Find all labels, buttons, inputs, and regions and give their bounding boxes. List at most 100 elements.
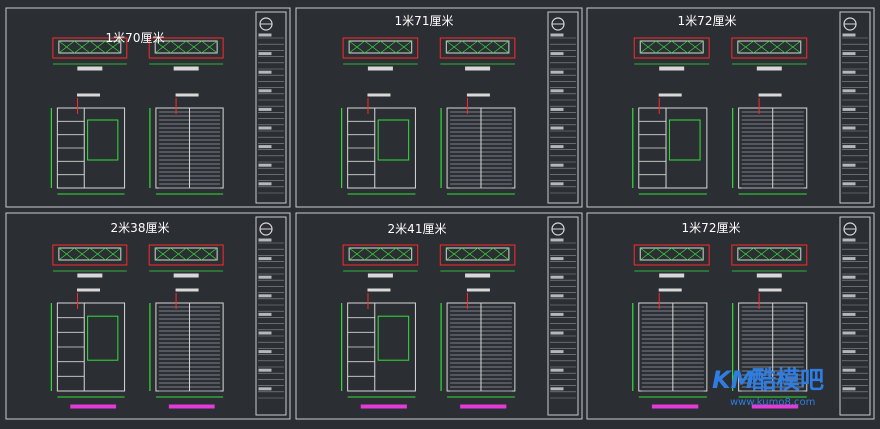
title-block-text (258, 182, 272, 186)
plan-caption (465, 273, 491, 278)
plan-diagonal (671, 40, 688, 54)
title-block-text (258, 294, 272, 298)
plan-caption (173, 66, 199, 71)
title-block-text (258, 89, 272, 93)
view-label (168, 404, 215, 409)
plan-caption (465, 66, 491, 71)
plan-diagonal (687, 247, 704, 261)
sheet-title-2: 1米71厘米 (395, 14, 454, 28)
plan-diagonal (395, 40, 412, 54)
cad-sheet-1 (5, 7, 291, 208)
title-block-text (550, 163, 564, 167)
elevation-note (658, 93, 682, 97)
title-block (839, 11, 871, 204)
cad-sheet-6 (586, 212, 875, 420)
sheet-title-4: 2米38厘米 (111, 221, 170, 235)
title-block-text (842, 70, 856, 74)
plan-diagonal (784, 40, 801, 54)
elevation-note (758, 93, 782, 97)
sheets-layer (5, 7, 875, 420)
elevation-drawer (377, 119, 410, 161)
plan-diagonal (671, 247, 688, 261)
title-block-text (258, 70, 272, 74)
view-label (360, 404, 407, 409)
plan-diagonal (74, 40, 91, 54)
title-block-text (258, 33, 272, 37)
plan-diagonal (687, 40, 704, 54)
plan-diagonal (493, 247, 510, 261)
sheet-frame (5, 212, 291, 420)
title-block-text (258, 52, 272, 56)
title-block-text (258, 107, 272, 111)
title-block-text (550, 126, 564, 130)
elevation-note (175, 288, 199, 292)
plan-diagonal (461, 40, 478, 54)
title-block-text (842, 312, 856, 316)
title-block (547, 216, 579, 416)
plan-section (439, 37, 516, 59)
elevation-note (658, 288, 682, 292)
title-block-text (842, 107, 856, 111)
plan-section (342, 244, 419, 266)
title-block-text (550, 33, 564, 37)
title-block-text (550, 312, 564, 316)
title-block (839, 216, 871, 416)
plan-diagonal (769, 40, 786, 54)
plan-diagonal (655, 40, 672, 54)
title-block-text (258, 368, 272, 372)
title-block-text (842, 145, 856, 149)
plan-caption (756, 273, 782, 278)
plan-diagonal (58, 247, 75, 261)
plan-caption (756, 66, 782, 71)
plan-section (342, 37, 419, 59)
plan-section (148, 37, 224, 59)
plan-caption (367, 66, 393, 71)
plan-section (439, 244, 516, 266)
cad-sheet-3 (586, 7, 875, 208)
title-block-text (550, 257, 564, 261)
elevation-note (367, 288, 391, 292)
title-block-text (550, 70, 564, 74)
plan-diagonal (640, 40, 657, 54)
title-block-text (550, 387, 564, 391)
sheet-title-3: 1米72厘米 (678, 14, 737, 28)
elevation-note (77, 93, 101, 97)
plan-diagonal (461, 247, 478, 261)
plan-diagonal (380, 40, 397, 54)
elevation-note (466, 93, 490, 97)
title-block (255, 11, 287, 204)
view-label (651, 404, 699, 409)
title-block-text (550, 350, 564, 354)
title-block-text (258, 312, 272, 316)
elevation-note (77, 288, 101, 292)
title-block-text (550, 145, 564, 149)
title-block-text (842, 52, 856, 56)
plan-diagonal (105, 40, 122, 54)
sheet-frame (295, 212, 583, 420)
title-block-text (550, 368, 564, 372)
sheet-frame (586, 7, 875, 208)
title-block-text (258, 331, 272, 335)
plan-diagonal (737, 247, 754, 261)
title-block (255, 216, 287, 416)
plan-diagonal (737, 40, 754, 54)
watermark-brand-latin: KM (712, 366, 755, 394)
plan-diagonal (753, 40, 770, 54)
plan-diagonal (105, 247, 122, 261)
title-block-text (550, 294, 564, 298)
plan-diagonal (769, 247, 786, 261)
title-block-text (550, 238, 564, 242)
title-block-text (550, 107, 564, 111)
plan-diagonal (364, 40, 381, 54)
plan-diagonal (640, 247, 657, 261)
title-block-text (842, 275, 856, 279)
plan-caption (173, 273, 199, 278)
plan-section (148, 244, 224, 266)
view-label (70, 404, 117, 409)
cad-sheet-4 (5, 212, 291, 420)
plan-diagonal (154, 40, 171, 54)
watermark: KM 酷模吧 www.kumo8.com (712, 366, 824, 408)
plan-caption (367, 273, 393, 278)
